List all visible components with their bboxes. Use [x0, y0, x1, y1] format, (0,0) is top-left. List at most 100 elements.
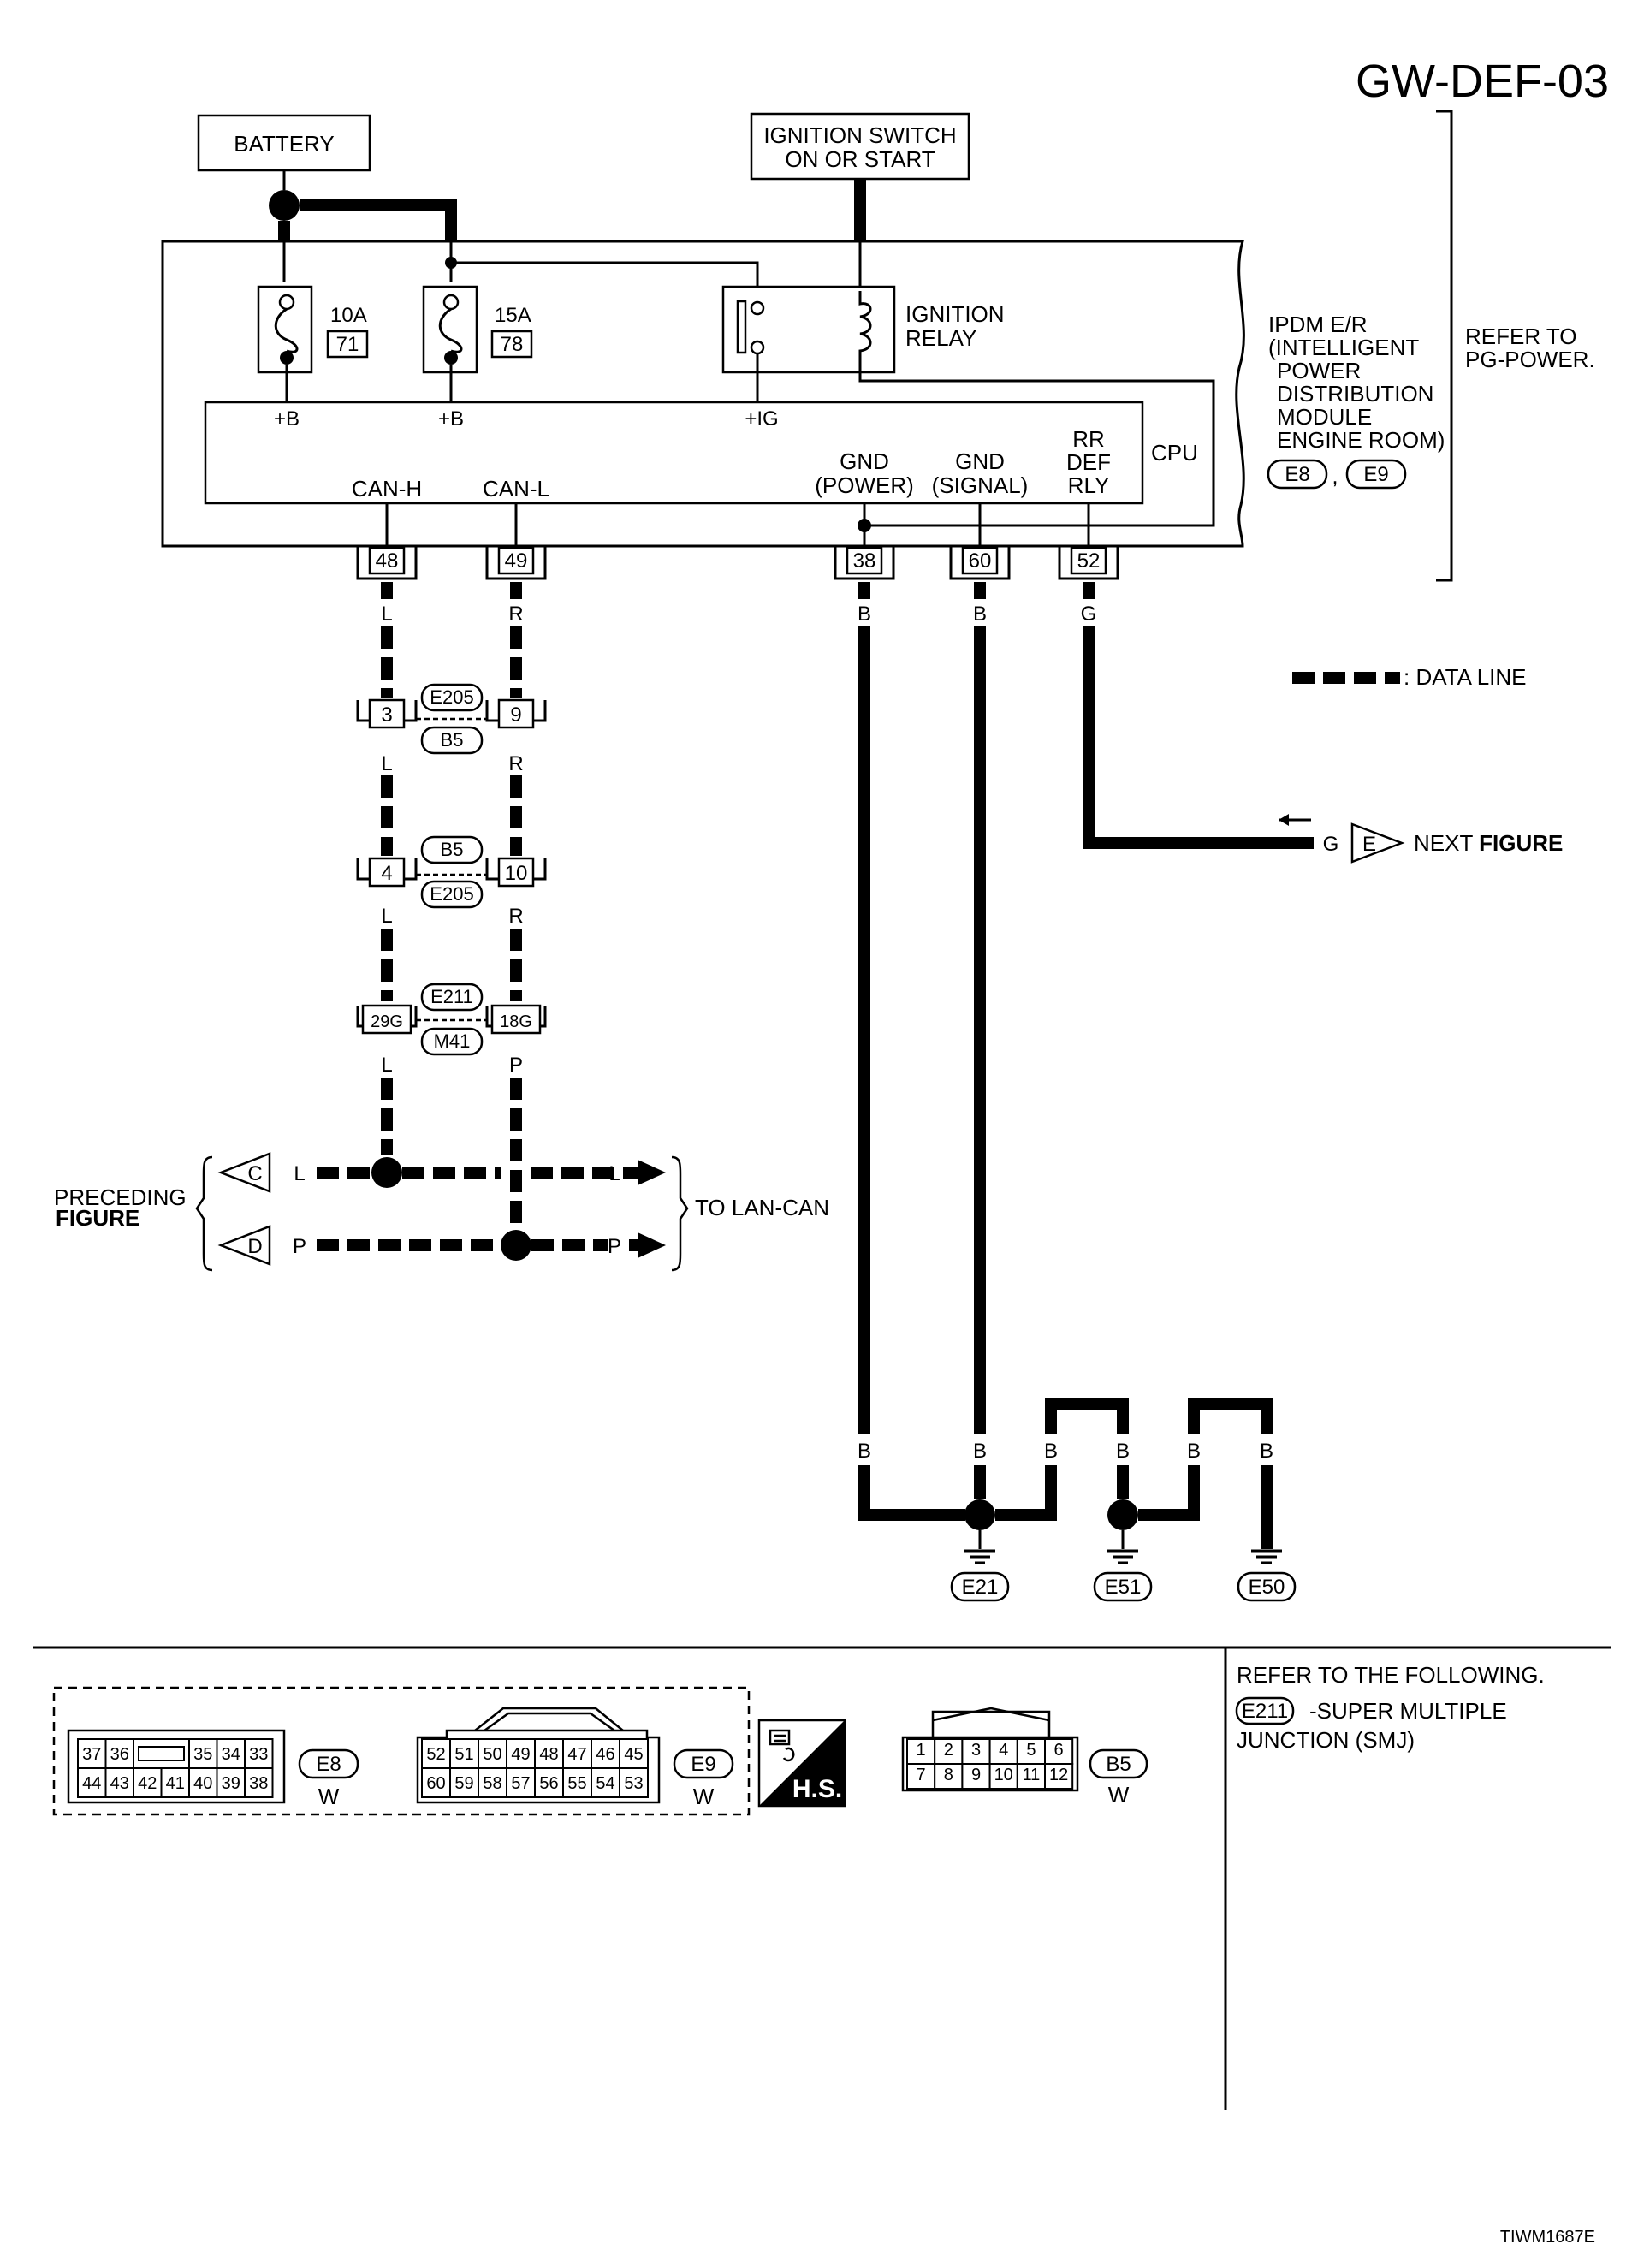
harness-side-icon: H.S. [757, 1719, 846, 1808]
ipdm-line-6: ENGINE ROOM) [1277, 427, 1445, 453]
svg-text:3: 3 [381, 704, 392, 727]
svg-text:R: R [508, 752, 523, 775]
connector-pin-cell [562, 1767, 592, 1798]
svg-text:G: G [1323, 833, 1339, 856]
connector-b5-color: W [1108, 1782, 1130, 1808]
connector-pin-cell [591, 1767, 620, 1798]
connector-pin-cell [478, 1767, 507, 1798]
connector-pin-cell [534, 1767, 564, 1798]
connector-pin-number: 8 [944, 1766, 953, 1784]
connector-pin-number: 56 [539, 1774, 558, 1793]
ground-splice-1 [964, 1499, 995, 1530]
preceding-d: D [247, 1235, 262, 1258]
connector-pin-number: 52 [426, 1745, 445, 1764]
next-figure-label: NEXT FIGURE [1414, 830, 1563, 856]
svg-text:B: B [1260, 1440, 1273, 1463]
connector-pin-number: 39 [222, 1774, 240, 1793]
pin-rr-def-3: RLY [1068, 472, 1110, 498]
ground-e50-label: E50 [1249, 1576, 1285, 1599]
svg-text:L: L [381, 603, 392, 626]
connector-pin-cell [934, 1763, 964, 1790]
connector-pin-number: 54 [596, 1774, 614, 1793]
svg-text:B: B [973, 603, 987, 626]
svg-text:L: L [381, 752, 392, 775]
terminal-38-label: 38 [853, 549, 876, 573]
connector-pin-cell [506, 1767, 536, 1798]
connector-pin-number: 5 [1026, 1741, 1036, 1760]
connector-pin-number: 12 [1049, 1766, 1068, 1784]
to-lan-can: L P TO LAN-CAN [608, 1155, 829, 1272]
fuse-15a-number: 78 [501, 333, 524, 356]
preceding-figure: PRECEDING FIGURE C L D P [54, 1152, 306, 1272]
connector-pin-cell [619, 1767, 649, 1798]
terminal-49-label: 49 [505, 549, 528, 573]
can-h-splice [371, 1157, 402, 1188]
connector-pin-number: 34 [222, 1745, 240, 1764]
fuse-10a-number: 71 [336, 333, 359, 356]
connector-pin-cell [562, 1738, 592, 1769]
battery-label: BATTERY [234, 131, 335, 157]
can-l-splice [501, 1230, 531, 1261]
ipdm-module-outline [161, 240, 1245, 548]
data-line-legend: : DATA LINE [1292, 664, 1527, 690]
connector-pin-cell [77, 1738, 107, 1769]
preceding-line-1: PRECEDING [54, 1184, 187, 1210]
connector-pin-number: 3 [971, 1741, 981, 1760]
fuse-15a: 15A 78 [422, 285, 533, 374]
svg-text:P: P [293, 1235, 306, 1258]
connector-pin-cell [77, 1767, 107, 1798]
connector-pin-number: 41 [166, 1774, 185, 1793]
svg-text:18G: 18G [500, 1012, 532, 1031]
terminal-38: 38 [834, 546, 895, 580]
svg-text:R: R [508, 905, 523, 928]
ipdm-line-1: IPDM E/R [1268, 312, 1368, 337]
pin-can-h: CAN-H [352, 476, 422, 502]
connector-pin-number: 11 [1023, 1766, 1041, 1784]
connector-pin-number: 55 [567, 1774, 586, 1793]
connector-pin-number: 6 [1054, 1741, 1064, 1760]
svg-text:P: P [509, 1054, 523, 1077]
ground-e51: E51 [1093, 1549, 1153, 1602]
connector-pin-cell [244, 1767, 274, 1798]
preceding-line-2: FIGURE [56, 1205, 139, 1231]
connector-pin-cell [619, 1738, 649, 1769]
svg-text:L: L [381, 1054, 392, 1077]
terminal-60-label: 60 [969, 549, 992, 573]
can-l-line: R R R P [508, 582, 524, 1228]
svg-text:10: 10 [505, 862, 528, 885]
ipdm-line-2: (INTELLIGENT [1268, 335, 1419, 360]
ignition-switch-line1: IGNITION SWITCH [763, 122, 956, 148]
ground-wires: B B B B B B B B [858, 582, 1273, 1549]
connector-pin-cell [104, 1738, 134, 1769]
connector-blank-slot [138, 1746, 185, 1761]
svg-text:L: L [608, 1162, 620, 1185]
pin-gnd-signal-1: GND [955, 448, 1005, 474]
joint-e211-m41: 29G 18G E211 M41 [356, 983, 547, 1056]
svg-text:B5: B5 [441, 839, 464, 860]
connector-pin-number: 7 [917, 1766, 926, 1784]
svg-text:E205: E205 [430, 883, 473, 905]
battery-feed-wire [300, 199, 457, 241]
connector-pin-cell [1044, 1763, 1074, 1790]
smj-text-1: -SUPER MULTIPLE [1309, 1698, 1507, 1724]
ipdm-connector-sep: , [1332, 463, 1338, 489]
svg-text:29G: 29G [371, 1012, 403, 1031]
connector-pin-number: 48 [539, 1745, 558, 1764]
next-figure-letter: E [1362, 833, 1376, 856]
pin-gnd-signal-2: (SIGNAL) [932, 472, 1029, 498]
diagram-title: GW-DEF-03 [1356, 56, 1609, 107]
terminal-52-label: 52 [1077, 549, 1101, 573]
connector-pin-number: 47 [567, 1745, 586, 1764]
svg-text:B: B [1044, 1440, 1058, 1463]
fuse-15a-rating: 15A [495, 304, 531, 327]
connector-pin-number: 50 [483, 1745, 501, 1764]
connector-group-box [52, 1686, 751, 1816]
svg-text:M41: M41 [434, 1030, 471, 1052]
connector-pin-number: 33 [249, 1745, 268, 1764]
connector-pin-number: 60 [426, 1774, 445, 1793]
svg-text:B: B [858, 1440, 871, 1463]
connector-pin-number: 37 [82, 1745, 101, 1764]
